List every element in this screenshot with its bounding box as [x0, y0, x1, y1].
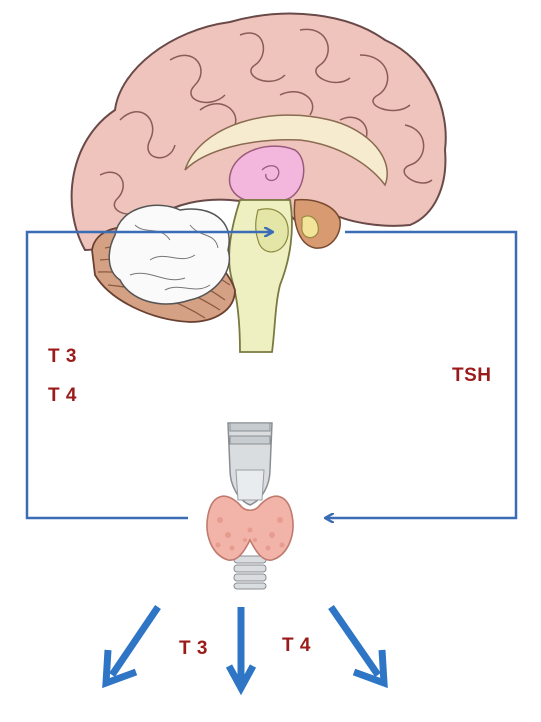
label-feedback-t3: T 3 — [48, 346, 77, 367]
feedback-arrow-t3-t4 — [25, 232, 272, 520]
output-arrow-center — [225, 607, 257, 696]
feedback-arrow-tsh — [326, 230, 518, 518]
output-arrow-right — [328, 605, 388, 689]
label-output-t4: T 4 — [282, 635, 311, 656]
brain-icon — [70, 12, 447, 353]
thyroid-icon — [206, 422, 294, 590]
label-tsh: TSH — [452, 365, 492, 386]
label-feedback-t4: T 4 — [48, 385, 77, 406]
output-arrow-left — [102, 605, 161, 689]
output-arrows — [102, 605, 388, 696]
label-output-t3: T 3 — [179, 638, 208, 659]
